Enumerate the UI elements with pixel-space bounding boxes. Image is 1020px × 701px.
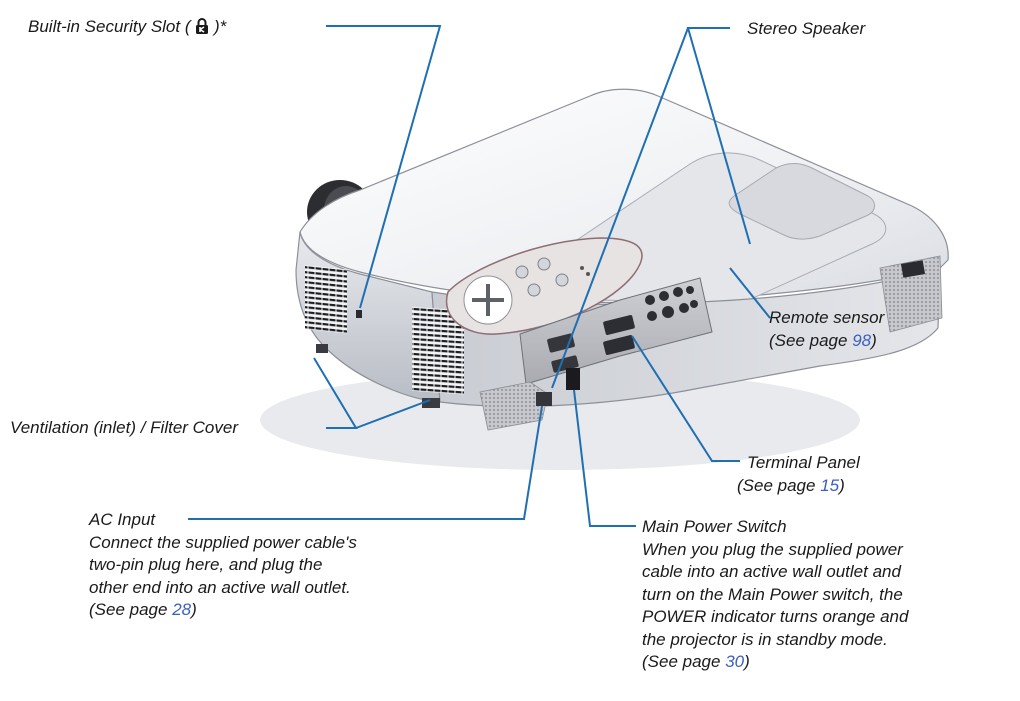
ac-input-page-ref: (See page 28) bbox=[89, 600, 197, 619]
stereo-speaker-leader-left bbox=[551, 27, 689, 389]
page-link-28[interactable]: 28 bbox=[172, 600, 192, 619]
security-slot-label: Built-in Security Slot ( )* bbox=[28, 17, 227, 36]
ac-inlet bbox=[536, 392, 552, 406]
terminal-panel-page-ref: (See page 15) bbox=[737, 475, 845, 495]
terminal-panel-leader bbox=[631, 335, 740, 462]
kensington-lock-icon bbox=[196, 18, 209, 34]
remote-sensor-label: Remote sensor (See page 98) bbox=[769, 307, 884, 352]
right-speaker-grille bbox=[879, 255, 943, 333]
remote-sensor-window bbox=[900, 260, 926, 278]
control-panel bbox=[445, 237, 643, 335]
ac-input-leader bbox=[188, 405, 543, 520]
power-switch bbox=[566, 368, 580, 390]
main-power-page-ref: (See page 30) bbox=[642, 652, 750, 671]
main-power-desc-line: turn on the Main Power switch, the bbox=[642, 584, 903, 604]
security-slot-leader bbox=[326, 25, 442, 309]
terminal-panel-label: Terminal Panel (See page 15) bbox=[737, 452, 860, 497]
rear-foot bbox=[422, 398, 440, 408]
main-power-desc-line: cable into an active wall outlet and bbox=[642, 562, 901, 581]
ventilation-leader bbox=[313, 357, 431, 429]
stereo-speaker-label: Stereo Speaker bbox=[747, 19, 866, 38]
lamp-cover bbox=[728, 163, 875, 240]
front-ventilation bbox=[305, 265, 464, 395]
leader-lines bbox=[188, 25, 771, 527]
main-power-desc-line: POWER indicator turns orange and bbox=[642, 607, 909, 626]
ac-input-desc-line: two-pin plug here, and plug the bbox=[89, 555, 323, 574]
remote-sensor-leader bbox=[729, 267, 771, 319]
front-foot bbox=[316, 344, 328, 353]
left-speaker-grille bbox=[479, 381, 549, 431]
ventilation-label: Ventilation (inlet) / Filter Cover bbox=[10, 418, 239, 437]
page-link-98[interactable]: 98 bbox=[852, 330, 872, 350]
page-link-30[interactable]: 30 bbox=[725, 652, 745, 671]
security-slot bbox=[356, 310, 362, 318]
ac-input-desc-line: Connect the supplied power cable's bbox=[89, 532, 357, 552]
ac-input-desc-line: other end into an active wall outlet. bbox=[89, 577, 351, 597]
ac-input-label: AC Input Connect the supplied power cabl… bbox=[89, 509, 357, 622]
remote-sensor-page-ref: (See page 98) bbox=[769, 330, 877, 350]
main-power-desc-line: the projector is in standby mode. bbox=[642, 629, 888, 649]
main-power-switch-label: Main Power Switch When you plug the supp… bbox=[642, 516, 908, 674]
main-power-switch-leader bbox=[573, 389, 636, 527]
main-power-desc-line: When you plug the supplied power bbox=[642, 539, 903, 559]
page-link-15[interactable]: 15 bbox=[820, 475, 840, 495]
